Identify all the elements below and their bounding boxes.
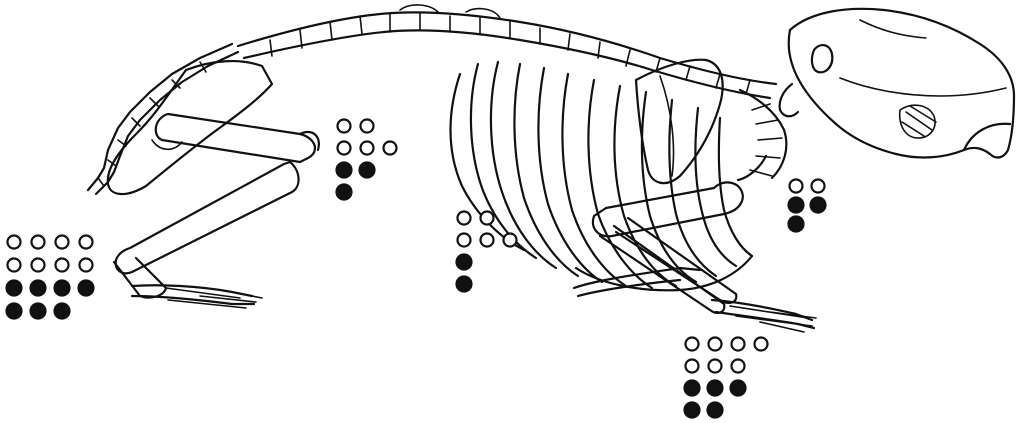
filled-dot — [337, 163, 352, 178]
open-dot — [732, 360, 745, 373]
open-dot — [686, 360, 699, 373]
dot-group-fore-foot — [685, 338, 768, 418]
filled-dot — [360, 163, 375, 178]
filled-dot — [7, 304, 22, 319]
open-dot — [458, 234, 471, 247]
dot-group-belly — [457, 212, 517, 292]
open-dot — [8, 236, 21, 249]
open-dot — [338, 142, 351, 155]
filled-dot — [31, 281, 46, 296]
ribcage — [451, 62, 753, 290]
skull — [780, 9, 1014, 158]
open-dot — [361, 120, 374, 133]
open-dot — [384, 142, 397, 155]
open-dot — [80, 259, 93, 272]
open-dot — [32, 259, 45, 272]
filled-dot — [789, 198, 804, 213]
open-dot — [80, 236, 93, 249]
open-dot — [32, 236, 45, 249]
filled-dot — [731, 381, 746, 396]
filled-dot — [55, 304, 70, 319]
open-dot — [790, 180, 803, 193]
filled-dot — [337, 185, 352, 200]
filled-dot — [55, 281, 70, 296]
open-dot — [732, 338, 745, 351]
filled-dot — [708, 403, 723, 418]
filled-dot — [685, 381, 700, 396]
filled-dot — [457, 255, 472, 270]
dot-group-neck — [789, 180, 826, 232]
dot-group-hip — [337, 120, 397, 200]
open-dot — [812, 180, 825, 193]
dot-group-hind-foot — [7, 236, 94, 319]
filled-dot — [457, 277, 472, 292]
open-dot — [338, 120, 351, 133]
dot-markers — [7, 120, 826, 418]
filled-dot — [31, 304, 46, 319]
open-dot — [504, 234, 517, 247]
open-dot — [481, 234, 494, 247]
filled-dot — [811, 198, 826, 213]
filled-dot — [708, 381, 723, 396]
open-dot — [361, 142, 374, 155]
spine — [238, 5, 776, 98]
hind-leg — [114, 162, 299, 308]
filled-dot — [789, 217, 804, 232]
open-dot — [458, 212, 471, 225]
open-dot — [56, 236, 69, 249]
skeleton — [88, 5, 1014, 332]
open-dot — [755, 338, 768, 351]
pelvis — [108, 61, 319, 194]
filled-dot — [79, 281, 94, 296]
open-dot — [56, 259, 69, 272]
filled-dot — [685, 403, 700, 418]
open-dot — [481, 212, 494, 225]
open-dot — [686, 338, 699, 351]
open-dot — [709, 360, 722, 373]
open-dot — [709, 338, 722, 351]
open-dot — [8, 259, 21, 272]
filled-dot — [7, 281, 22, 296]
